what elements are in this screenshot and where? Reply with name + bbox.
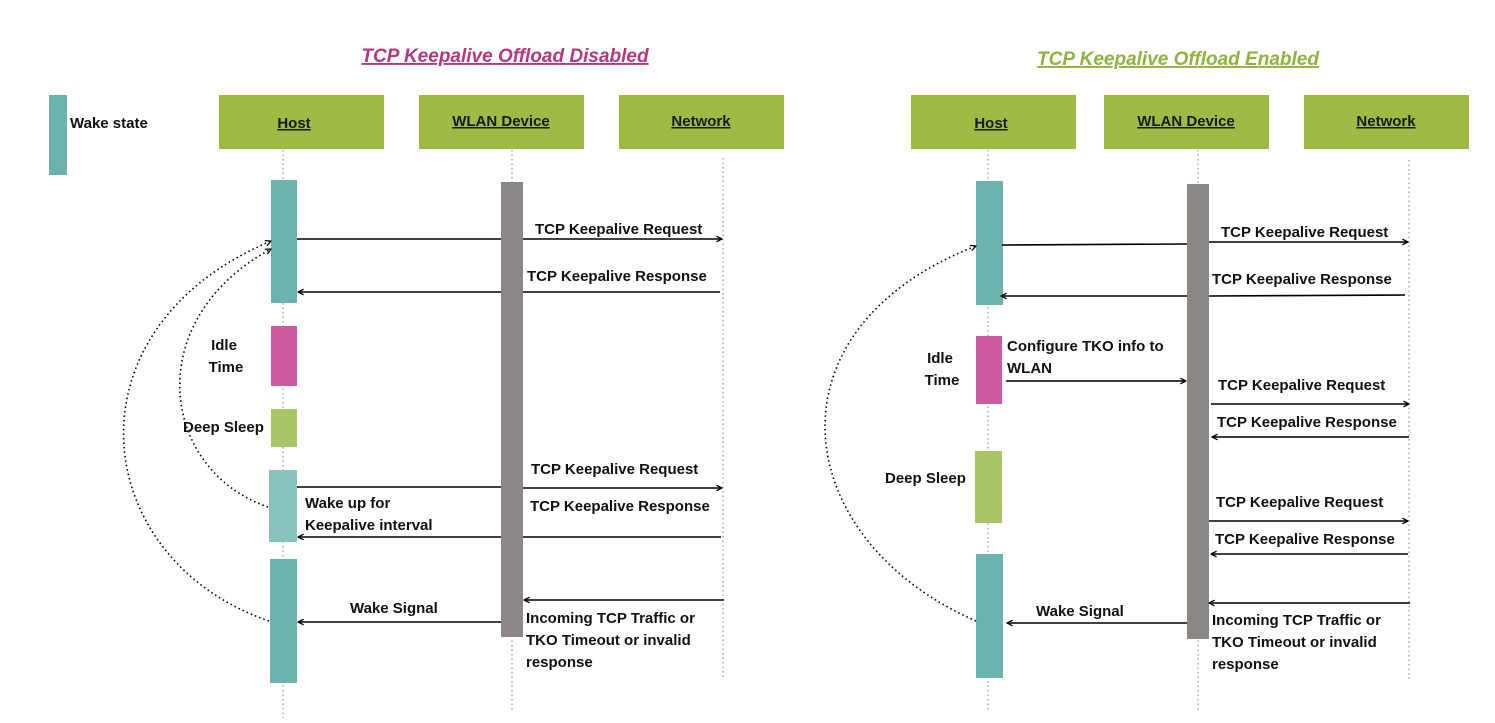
right-host-header	[911, 95, 1076, 149]
right-label-incoming-2: TKO Timeout or invalid	[1212, 634, 1377, 651]
right-label-incoming-3: response	[1212, 656, 1279, 673]
right-host-idle	[976, 336, 1002, 404]
legend-wake-swatch	[49, 95, 67, 175]
left-label-wake-up-2: Keepalive interval	[305, 517, 433, 534]
legend-wake-label: Wake state	[70, 115, 148, 132]
right-label-incoming-1: Incoming TCP Traffic or	[1212, 612, 1381, 629]
left-host-header	[219, 95, 384, 149]
left-label-wake-up-1: Wake up for	[305, 495, 390, 512]
right-wlan-activation	[1187, 184, 1209, 639]
left-label-ka-response-2: TCP Keepalive Response	[530, 498, 710, 515]
left-loop-wake-interval	[178, 248, 271, 508]
right-label-ka-response-1: TCP Keepalive Response	[1212, 271, 1392, 288]
right-msg-ka-response-1	[1208, 294, 1406, 297]
right-host-wake-1	[976, 181, 1003, 305]
left-label-incoming-1: Incoming TCP Traffic or	[526, 610, 695, 627]
left-label-idle-2: Time	[209, 359, 244, 376]
left-loop-wake-signal	[122, 241, 271, 622]
left-wlan-activation	[501, 182, 523, 637]
right-label-deep-sleep: Deep Sleep	[885, 470, 966, 487]
right-label-ka-response-2: TCP Keepalive Response	[1217, 414, 1397, 431]
right-label-configure-2: WLAN	[1007, 360, 1052, 377]
right-label-ka-response-3: TCP Keepalive Response	[1215, 531, 1395, 548]
right-label-wake-signal: Wake Signal	[1036, 603, 1124, 620]
right-title: TCP Keepalive Offload Enabled	[1037, 49, 1319, 70]
left-label-incoming-3: response	[526, 654, 593, 671]
right-wlan-header-label: WLAN Device	[1137, 113, 1235, 130]
right-msg-host-to-wlan-1	[1001, 243, 1188, 246]
right-label-ka-request-3: TCP Keepalive Request	[1216, 494, 1383, 511]
left-host-header-label: Host	[277, 115, 310, 132]
left-title: TCP Keepalive Offload Disabled	[361, 46, 649, 67]
left-label-incoming-2: TKO Timeout or invalid	[526, 632, 691, 649]
legend: Wake state	[49, 95, 148, 175]
right-diagram: TCP Keepalive Offload Enabled Host WLAN …	[824, 49, 1469, 712]
right-host-deep-sleep	[975, 451, 1002, 523]
left-diagram: TCP Keepalive Offload Disabled Host WLAN…	[122, 46, 784, 718]
left-label-ka-request-2: TCP Keepalive Request	[531, 461, 698, 478]
right-wlan-header	[1104, 95, 1269, 149]
left-label-wake-signal: Wake Signal	[350, 600, 438, 617]
right-loop-wake-signal	[824, 246, 976, 622]
right-label-idle-2: Time	[925, 372, 960, 389]
right-network-header-label: Network	[1356, 113, 1416, 130]
left-wlan-header	[419, 95, 584, 149]
left-label-ka-request-1: TCP Keepalive Request	[535, 221, 702, 238]
right-host-header-label: Host	[974, 115, 1007, 132]
left-host-wake-1	[271, 180, 297, 303]
left-network-header-label: Network	[671, 113, 731, 130]
right-label-idle-1: Idle	[927, 350, 953, 367]
left-label-ka-response-1: TCP Keepalive Response	[527, 268, 707, 285]
left-wlan-header-label: WLAN Device	[452, 113, 550, 130]
left-host-deep-sleep	[271, 409, 297, 447]
right-label-configure-1: Configure TKO info to	[1007, 338, 1164, 355]
right-host-wake-2	[976, 554, 1003, 678]
left-label-idle-1: Idle	[211, 337, 237, 354]
left-host-idle	[271, 326, 297, 386]
right-label-ka-request-2: TCP Keepalive Request	[1218, 377, 1385, 394]
left-network-header	[619, 95, 784, 149]
left-label-deep-sleep: Deep Sleep	[183, 419, 264, 436]
left-host-wake-3	[270, 559, 297, 683]
right-network-header	[1304, 95, 1469, 149]
right-label-ka-request-1: TCP Keepalive Request	[1221, 224, 1388, 241]
left-host-wake-2	[269, 470, 297, 542]
